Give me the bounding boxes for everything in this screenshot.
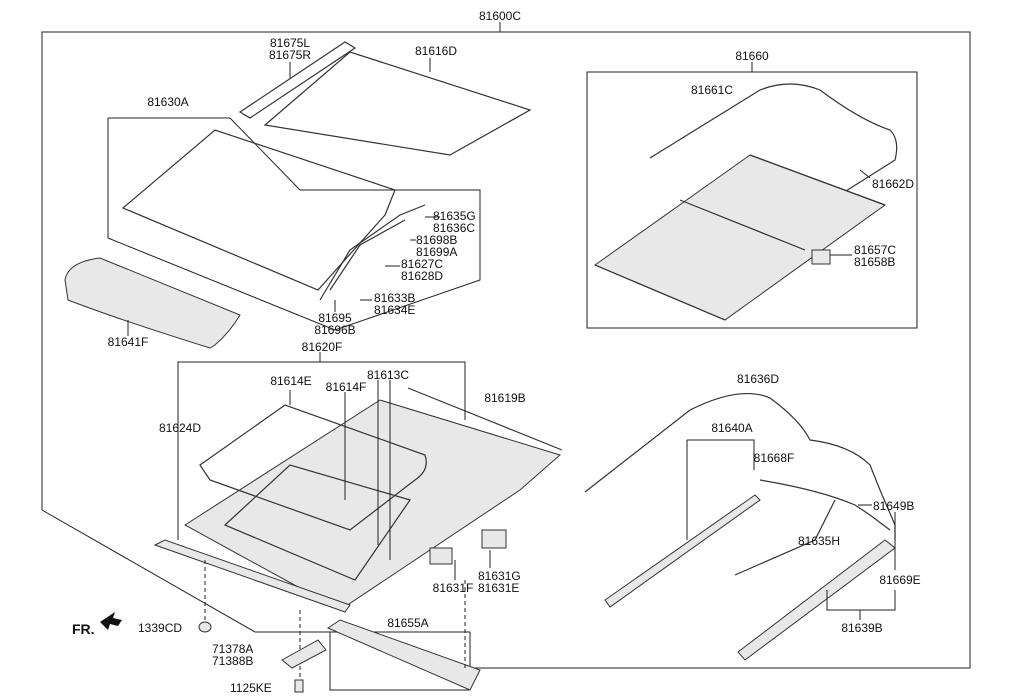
part-81614E-seal (199, 404, 427, 531)
label-81634E: 81634E (374, 303, 415, 317)
label-71378A: 71378A (212, 642, 253, 656)
label-71388B: 71388B (212, 654, 253, 668)
group-81630A (107, 117, 481, 331)
part-81636D-cable (584, 393, 896, 540)
assembly-frame-right (470, 31, 971, 669)
label-81635H: 81635H (798, 534, 840, 548)
part-81640A-rail (604, 494, 761, 608)
label-81636C: 81636C (433, 221, 475, 235)
part-81635H-cable (734, 479, 891, 576)
label-81696B: 81696B (314, 323, 355, 337)
front-arrow-icon (100, 612, 122, 630)
label-81636D: 81636D (737, 372, 779, 386)
label-81631G: 81631G (478, 569, 521, 583)
part-81675-strip (238, 41, 357, 119)
part-81655A-drain (326, 619, 481, 691)
part-71378A-bracket (281, 639, 327, 669)
label-81616D: 81616D (415, 44, 457, 58)
label-81614F: 81614F (326, 380, 367, 394)
label-81657C: 81657C (854, 243, 896, 257)
label-81662D: 81662D (872, 177, 914, 191)
assembly-frame (41, 22, 501, 691)
label-81620F: 81620F (302, 340, 343, 354)
label-81627C: 81627C (401, 257, 443, 271)
label-81675L: 81675L (270, 36, 310, 50)
label-81695: 81695 (318, 311, 352, 325)
part-81661C-cable (649, 83, 898, 221)
label-81640A: 81640A (711, 421, 752, 435)
part-81630A-glass (121, 129, 396, 291)
label-81655A: 81655A (387, 616, 428, 630)
label-81624D: 81624D (159, 421, 201, 435)
label-81619B: 81619B (484, 391, 525, 405)
label-1125KE: 1125KE (230, 681, 272, 695)
label-81668F: 81668F (754, 451, 795, 465)
label-81628D: 81628D (401, 269, 443, 283)
label-81613C: 81613C (367, 368, 409, 382)
part-1125KE-bolt (294, 679, 304, 693)
label-81661C: 81661C (691, 83, 733, 97)
label-81699A: 81699A (416, 245, 457, 259)
part-81624D-strip (153, 539, 351, 613)
label-81641F: 81641F (108, 335, 149, 349)
label-81660: 81660 (735, 49, 769, 63)
part-81631G-motor (481, 529, 507, 549)
part-1339CD-grommet (198, 621, 212, 633)
part-81619B-rail (407, 387, 563, 451)
label-81649B: 81649B (873, 499, 914, 513)
label-81635G: 81635G (433, 209, 476, 223)
label-81631F: 81631F (433, 581, 474, 595)
label-81631E: 81631E (478, 581, 519, 595)
part-81641F-deflector (64, 257, 241, 349)
label-81630A: 81630A (147, 95, 188, 109)
label-81639B: 81639B (841, 621, 882, 635)
part-81631F-motor (429, 547, 453, 565)
label-1339CD: 1339CD (138, 621, 182, 635)
label-81614E: 81614E (270, 374, 311, 388)
label-81698B: 81698B (416, 233, 457, 247)
label-81669E: 81669E (879, 573, 920, 587)
label-81633B: 81633B (374, 291, 415, 305)
label-81675R: 81675R (269, 48, 311, 62)
label-81658B: 81658B (854, 255, 895, 269)
label-81600C: 81600C (479, 9, 521, 23)
part-81616D-glass (263, 51, 532, 156)
front-direction-label: FR. (72, 621, 95, 637)
